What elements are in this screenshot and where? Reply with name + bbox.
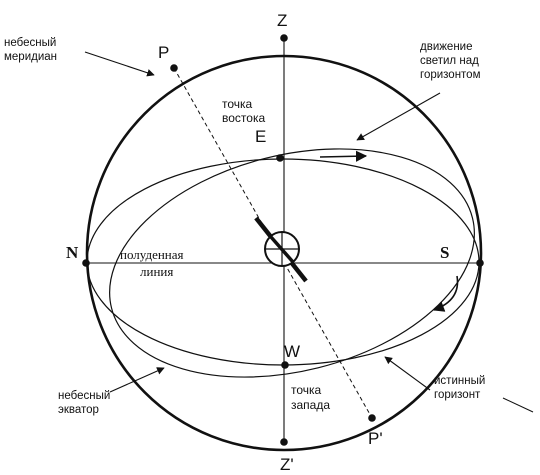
label-noon-line1: полуденная [120,247,184,262]
motion-arrow-right [432,275,459,312]
label-north-pole: P [158,43,169,62]
south-dot [476,259,484,267]
leader-equator [109,367,165,393]
label-equator-line2: экватор [58,404,99,416]
celestial-equator [109,148,475,378]
west-dot [281,361,289,369]
label-motion-line2: светил над [420,55,479,67]
zenith-dot [280,34,288,42]
east-dot [276,154,284,162]
label-horizon-line1: истинный [434,375,485,387]
label-west-line1: точка [291,383,322,397]
motion-arrow-top [319,150,368,162]
label-nadir: Z' [280,455,294,474]
label-noon-line2: линия [140,264,173,279]
nadir-dot [280,438,288,446]
label-south: S [440,243,449,262]
leader-horizon-tail [502,397,534,413]
label-horizon-line2: горизонт [434,389,481,401]
north-dot [82,259,90,267]
leader-horizon [384,356,431,391]
label-motion-line1: движение [420,41,473,53]
label-south-pole: P' [368,429,383,448]
leader-meridian [84,51,155,77]
south-pole-dot [368,414,376,422]
north-pole-dot [170,64,178,72]
earth-icon [254,216,308,283]
label-meridian-line1: небесный [4,37,56,49]
label-east: E [255,127,266,146]
label-zenith: Z [277,11,287,30]
label-motion-line3: горизонтом [420,69,481,81]
leader-motion [356,92,441,141]
label-meridian-line2: меридиан [4,51,57,63]
label-west: W [284,342,300,361]
label-north: N [66,243,79,262]
label-east-line2: востока [222,111,265,125]
label-east-line1: точка [222,97,253,111]
label-equator-line1: небесный [58,390,110,402]
label-west-line2: запада [291,398,330,412]
